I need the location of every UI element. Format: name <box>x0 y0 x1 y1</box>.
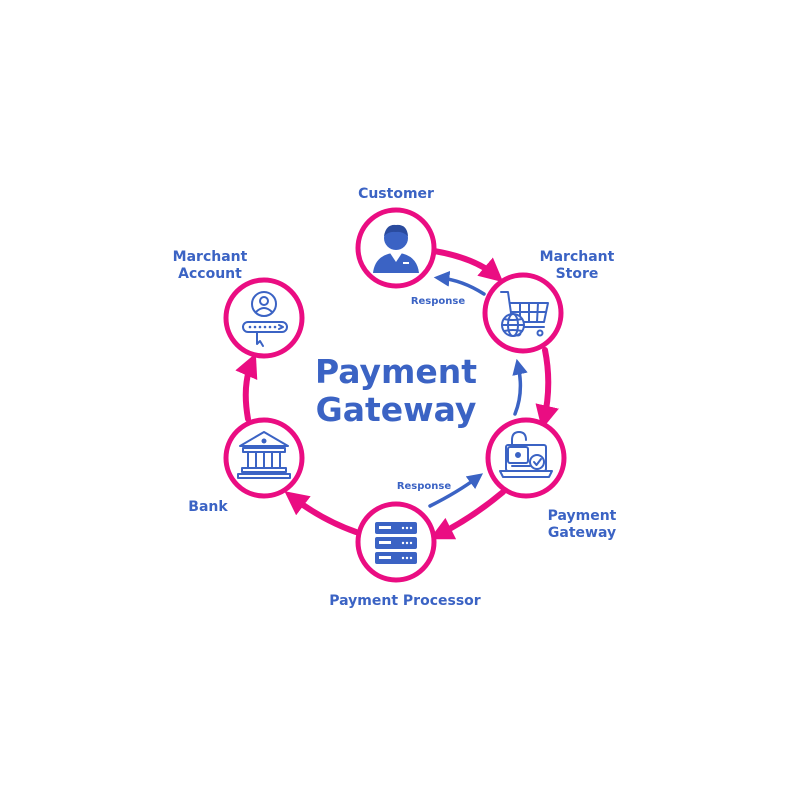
user-login-account-icon <box>242 291 288 347</box>
node-merchant-account <box>223 277 305 359</box>
label-payment-gateway-line1: Payment <box>548 508 617 524</box>
label-bank: Bank <box>188 499 228 515</box>
label-merchant-account-line2: Account <box>178 266 242 282</box>
response-arrow-store-to-customer <box>433 271 486 296</box>
bank-building-icon <box>237 431 291 479</box>
laptop-secure-lock-icon <box>499 431 553 478</box>
shopping-cart-globe-icon <box>500 291 549 337</box>
label-payment-processor: Payment Processor <box>329 593 481 609</box>
response-arrow-gateway-to-store <box>512 358 528 416</box>
arrow-processor-to-bank <box>284 491 359 535</box>
arrow-store-to-gateway <box>535 347 559 430</box>
response-arrow-processor-to-gateway <box>428 473 484 508</box>
arrow-bank-to-account <box>235 353 258 422</box>
cycle-arrows <box>235 248 559 540</box>
response-label-top: Response <box>411 296 466 307</box>
diagram-title-line1: Payment <box>315 352 477 391</box>
label-payment-gateway-line2: Gateway <box>548 525 616 541</box>
customer-icon <box>373 224 419 273</box>
response-arrows <box>428 271 528 508</box>
response-label-bottom: Response <box>397 481 452 492</box>
diagram-title-line2: Gateway <box>316 390 477 429</box>
server-stack-icon <box>375 522 417 564</box>
label-customer: Customer <box>358 186 434 202</box>
arrow-customer-to-store <box>431 248 504 283</box>
label-merchant-store-line2: Store <box>556 266 599 282</box>
label-merchant-store-line1: Marchant <box>540 249 615 265</box>
arrow-gateway-to-processor <box>429 489 506 540</box>
label-merchant-account-line1: Marchant <box>173 249 248 265</box>
